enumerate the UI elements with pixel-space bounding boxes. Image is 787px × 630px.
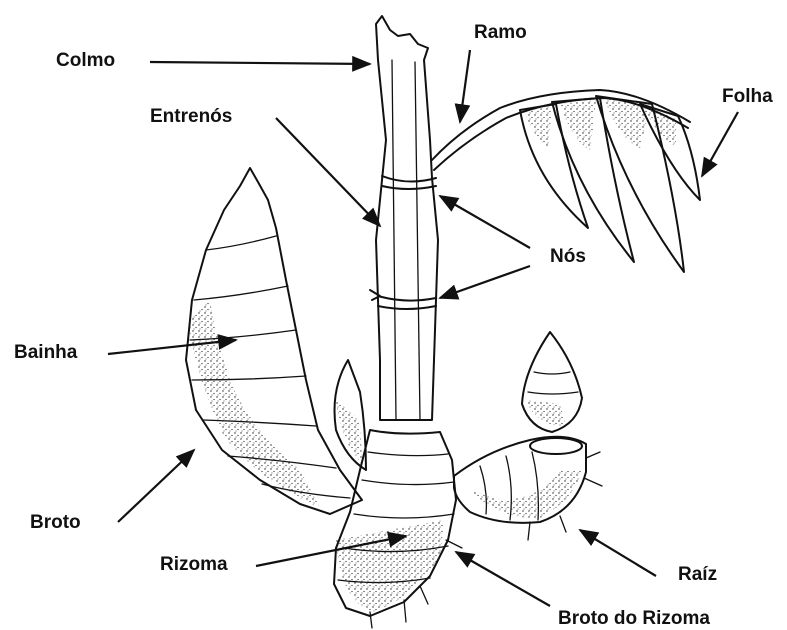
arrow-broto bbox=[118, 450, 194, 522]
arrow-ramo bbox=[460, 50, 470, 122]
label-colmo: Colmo bbox=[56, 50, 115, 71]
label-broto-do-rizoma: Broto do Rizoma bbox=[558, 608, 710, 629]
leaves-shape bbox=[520, 96, 700, 272]
label-raiz: Raíz bbox=[678, 564, 717, 585]
small-bud-shape bbox=[335, 360, 367, 470]
arrow-entrenos bbox=[276, 118, 380, 226]
arrow-folha bbox=[702, 112, 738, 176]
label-ramo: Ramo bbox=[474, 22, 527, 43]
arrow-raiz bbox=[580, 530, 656, 576]
label-bainha: Bainha bbox=[14, 342, 78, 363]
bamboo-illustration bbox=[186, 16, 700, 628]
label-nos: Nós bbox=[550, 246, 586, 267]
label-entrenos: Entrenós bbox=[150, 106, 232, 127]
label-rizoma: Rizoma bbox=[160, 554, 228, 575]
arrow-colmo bbox=[150, 62, 370, 64]
culm-shape bbox=[376, 16, 438, 420]
large-shoot-shape bbox=[186, 168, 362, 514]
label-folha: Folha bbox=[722, 86, 773, 107]
arrow-nos-lower bbox=[440, 266, 530, 298]
arrow-broto-do-rizoma bbox=[456, 552, 550, 606]
arrow-nos-upper bbox=[440, 196, 530, 248]
label-broto: Broto bbox=[30, 512, 81, 533]
